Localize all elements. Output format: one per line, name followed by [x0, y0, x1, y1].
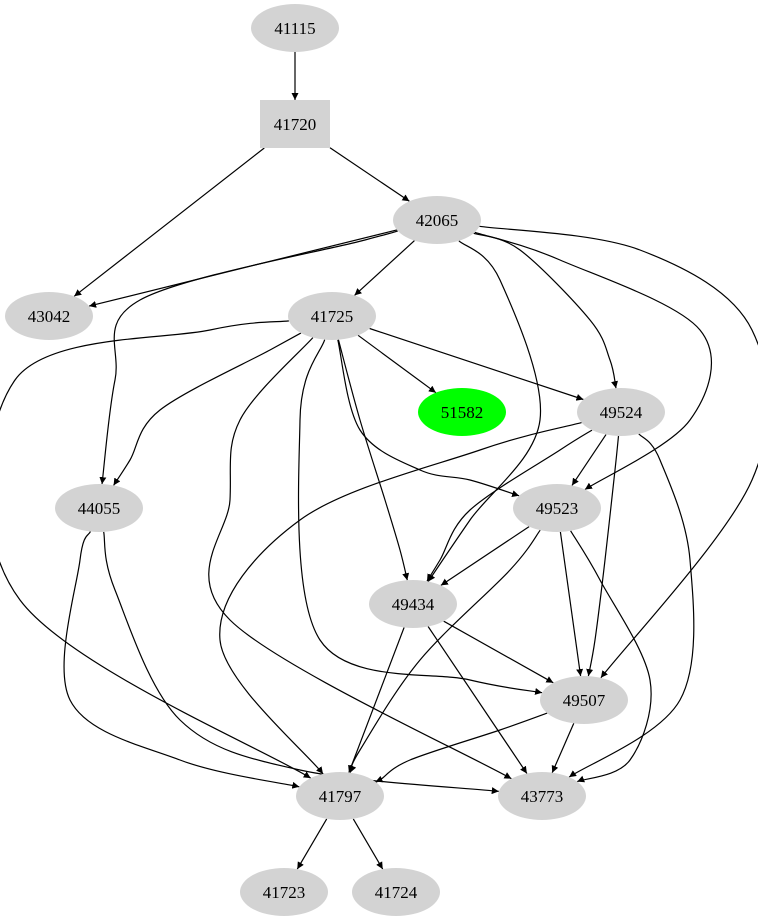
node-ellipse — [352, 868, 440, 916]
graph-edges — [0, 52, 758, 870]
node-41725[interactable]: 41725 — [288, 292, 376, 340]
graph-nodes: 41115 41720 42065 43042 41725 51582 49524 44055… — [5, 4, 665, 916]
edge-49434-to-49507 — [443, 620, 554, 684]
edge-49523-to-49507 — [559, 531, 584, 677]
node-label: 49524 — [600, 403, 643, 422]
node-ellipse — [513, 484, 601, 532]
node-box — [260, 100, 330, 148]
node-43042[interactable]: 43042 — [5, 292, 93, 340]
node-43773[interactable]: 43773 — [498, 772, 586, 820]
node-label: 49523 — [536, 499, 579, 518]
edge-42065-to-41725 — [354, 240, 415, 296]
node-49507[interactable]: 49507 — [540, 676, 628, 724]
edge-41725-to-49434 — [337, 339, 410, 581]
node-label: 41720 — [274, 115, 317, 134]
node-ellipse — [577, 388, 665, 436]
edge-49524-to-49507 — [586, 435, 620, 677]
node-ellipse — [288, 292, 376, 340]
edge-41797-to-41723 — [296, 818, 328, 870]
node-ellipse — [393, 196, 481, 244]
edge-42065-to-49524 — [473, 232, 618, 389]
node-49523[interactable]: 49523 — [513, 484, 601, 532]
edge-41797-to-41724 — [352, 818, 384, 870]
node-ellipse — [540, 676, 628, 724]
edge-41725-to-49507 — [297, 339, 543, 695]
node-51582[interactable]: 51582 — [418, 388, 506, 436]
node-49434[interactable]: 49434 — [369, 580, 457, 628]
edge-41720-to-42065 — [329, 147, 410, 202]
edge-49524-to-41797 — [219, 422, 582, 775]
edge-49524-to-49434 — [426, 429, 593, 582]
edge-42065-to-49507 — [479, 225, 758, 679]
node-41797[interactable]: 41797 — [296, 772, 384, 820]
node-ellipse — [5, 292, 93, 340]
node-label: 43773 — [521, 787, 564, 806]
edge-44055-to-43773 — [103, 531, 499, 795]
edge-44055-to-41797 — [63, 531, 300, 789]
edge-41725-to-51582 — [357, 334, 437, 394]
node-ellipse — [369, 580, 457, 628]
edge-42065-to-44055 — [99, 230, 398, 485]
node-41723[interactable]: 41723 — [240, 868, 328, 916]
node-41115[interactable]: 41115 — [251, 4, 339, 52]
node-49524[interactable]: 49524 — [577, 388, 665, 436]
node-44055[interactable]: 44055 — [55, 484, 143, 532]
edge-41725-to-44055 — [113, 332, 302, 486]
node-ellipse — [498, 772, 586, 820]
node-ellipse — [251, 4, 339, 52]
edge-41725-to-49523 — [337, 339, 520, 498]
node-41724[interactable]: 41724 — [352, 868, 440, 916]
edge-41720-to-43042 — [73, 147, 265, 297]
edge-41725-to-49524 — [369, 327, 584, 401]
node-label: 41723 — [263, 883, 306, 902]
edge-42065-to-49434 — [427, 240, 542, 582]
node-label: 49434 — [392, 595, 435, 614]
node-ellipse — [418, 388, 506, 436]
node-label: 41725 — [311, 307, 354, 326]
node-ellipse — [296, 772, 384, 820]
edge-42065-to-49523 — [474, 231, 713, 491]
edge-49434-to-43773 — [427, 626, 528, 774]
edge-41725-to-41797 — [0, 320, 312, 779]
edge-49523-to-43773 — [570, 530, 652, 783]
edge-49524-to-43773 — [568, 433, 695, 778]
node-label: 41115 — [274, 19, 315, 38]
edge-49507-to-43773 — [551, 723, 575, 773]
node-label: 42065 — [416, 211, 459, 230]
node-label: 44055 — [78, 499, 121, 518]
edge-49434-to-41797 — [348, 627, 405, 773]
node-ellipse — [55, 484, 143, 532]
node-label: 41724 — [375, 883, 418, 902]
edge-49523-to-41797 — [349, 529, 541, 773]
node-label: 41797 — [319, 787, 362, 806]
node-label: 49507 — [563, 691, 606, 710]
node-label: 51582 — [441, 403, 484, 422]
edge-49507-to-41797 — [375, 712, 548, 783]
edge-49524-to-49523 — [571, 434, 607, 486]
node-42065[interactable]: 42065 — [393, 196, 481, 244]
node-ellipse — [240, 868, 328, 916]
node-label: 43042 — [28, 307, 71, 326]
node-41720[interactable]: 41720 — [260, 100, 330, 148]
edge-41725-to-43773 — [208, 337, 512, 780]
edge-49523-to-49434 — [440, 526, 530, 586]
